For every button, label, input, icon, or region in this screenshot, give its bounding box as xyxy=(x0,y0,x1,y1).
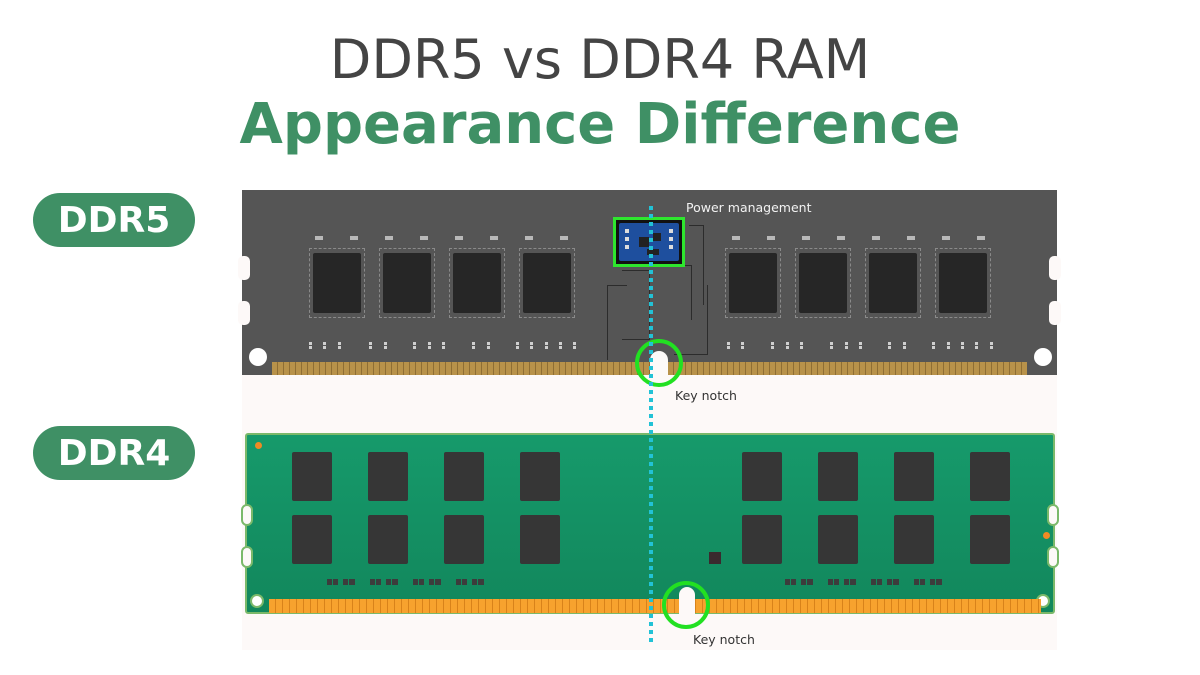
ddr4-memory-chip xyxy=(818,515,858,564)
center-alignment-line xyxy=(649,206,653,646)
ddr5-memory-chip xyxy=(309,248,365,318)
ddr4-side-tab xyxy=(241,504,253,526)
title-line-2: Appearance Difference xyxy=(239,92,961,157)
ddr4-memory-chip xyxy=(742,452,782,501)
ddr5-key-notch-highlight xyxy=(635,339,683,387)
ddr4-key-notch-highlight xyxy=(662,581,710,629)
ddr4-mount-hole xyxy=(250,594,264,608)
ddr4-key-notch-label: Key notch xyxy=(693,632,755,647)
ddr4-memory-chip xyxy=(292,452,332,501)
ddr5-memory-chip xyxy=(935,248,991,318)
ddr4-memory-chip xyxy=(520,452,560,501)
ddr4-label-pill: DDR4 xyxy=(33,426,195,480)
title-line-1: DDR5 vs DDR4 RAM xyxy=(329,28,871,91)
ddr5-mount-hole xyxy=(1034,348,1052,366)
ddr4-memory-chip xyxy=(970,452,1010,501)
ddr5-memory-chip xyxy=(449,248,505,318)
ddr5-key-notch-label: Key notch xyxy=(675,388,737,403)
ddr5-memory-chip xyxy=(865,248,921,318)
ddr4-side-tab xyxy=(1047,504,1059,526)
ddr4-memory-chip xyxy=(970,515,1010,564)
ddr4-memory-chip xyxy=(368,452,408,501)
power-management-label: Power management xyxy=(686,200,812,215)
ddr4-side-tab xyxy=(241,546,253,568)
ddr5-side-tab xyxy=(1049,301,1061,325)
ddr5-mount-hole xyxy=(249,348,267,366)
ddr4-side-tab xyxy=(1047,546,1059,568)
ddr4-gold-pins xyxy=(269,599,1041,613)
ddr5-side-tab xyxy=(238,301,250,325)
ddr5-side-tab xyxy=(1049,256,1061,280)
ddr5-label-pill: DDR5 xyxy=(33,193,195,247)
ddr4-memory-chip xyxy=(742,515,782,564)
comparison-canvas: Power management Key notch xyxy=(238,190,1061,650)
ddr4-memory-chip xyxy=(894,515,934,564)
ddr5-memory-chip xyxy=(379,248,435,318)
ddr4-memory-chip xyxy=(444,452,484,501)
ddr5-memory-chip xyxy=(725,248,781,318)
ddr4-marker-dot xyxy=(255,442,262,449)
ddr5-side-tab xyxy=(238,256,250,280)
ddr4-memory-chip xyxy=(368,515,408,564)
ddr4-memory-chip xyxy=(894,452,934,501)
ddr4-small-ic xyxy=(709,552,721,564)
ddr4-memory-chip xyxy=(292,515,332,564)
ddr4-memory-chip xyxy=(444,515,484,564)
ddr5-memory-chip xyxy=(519,248,575,318)
ddr4-marker-dot xyxy=(1043,532,1050,539)
ddr4-memory-chip xyxy=(520,515,560,564)
ddr5-memory-chip xyxy=(795,248,851,318)
ddr4-memory-chip xyxy=(818,452,858,501)
